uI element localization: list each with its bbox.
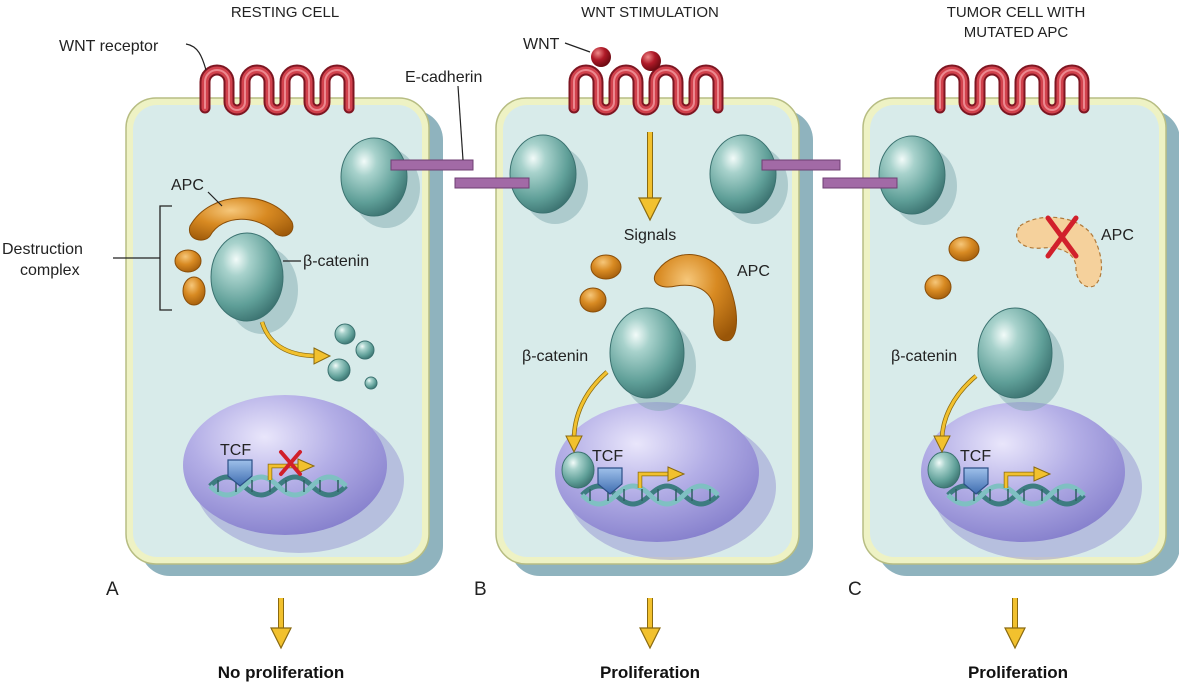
blocked-x-icon: [279, 450, 302, 476]
e-cadherin-bar: [822, 177, 898, 189]
kinase-2: [182, 276, 206, 306]
beta-catenin-bound: [210, 232, 284, 322]
e-cadherin-label: E-cadherin: [405, 69, 482, 86]
panel-c-title-line1: TUMOR CELL WITH: [947, 4, 1086, 21]
panel-b-title: WNT STIMULATION: [581, 4, 719, 21]
signals-label: Signals: [624, 227, 676, 244]
apc-label-b: APC: [737, 263, 770, 280]
panel-c-title-line2: MUTATED APC: [964, 24, 1069, 41]
panel-b-letter: B: [474, 579, 487, 600]
beta-catenin-stable: [609, 307, 685, 399]
degradation-arrow: [313, 347, 332, 365]
apc-label-a: APC: [171, 177, 204, 194]
panel-c-letter: C: [848, 579, 862, 600]
fragment: [334, 323, 356, 345]
outcome-arrow: [271, 598, 291, 648]
beta-catenin-membrane: [878, 135, 946, 215]
e-cadherin-bar: [390, 159, 474, 171]
outcome-arrow: [1005, 598, 1025, 648]
signal-arrow: [638, 197, 662, 222]
translocation-arrow: [933, 435, 951, 454]
beta-catenin-label-c: β-catenin: [891, 348, 957, 365]
apc-protein: [653, 254, 737, 342]
outcome-b: Proliferation: [600, 663, 700, 682]
mutated-apc: [1016, 216, 1103, 288]
kinase-1: [590, 254, 622, 280]
e-cadherin-bar: [761, 159, 841, 171]
fragment: [327, 358, 351, 382]
wnt-receptor-label: WNT receptor: [59, 38, 159, 55]
panel-a-letter: A: [106, 579, 119, 600]
kinase-1: [948, 236, 980, 262]
tcf-label-a: TCF: [220, 442, 251, 459]
beta-catenin-membrane: [709, 134, 777, 214]
e-cadherin-bar: [454, 177, 530, 189]
apc-label-c: APC: [1101, 227, 1134, 244]
outcome-a: No proliferation: [218, 663, 345, 682]
wnt-label: WNT: [523, 36, 560, 53]
panel-b: [495, 42, 813, 576]
panel-a-title: RESTING CELL: [231, 4, 339, 21]
tcf-label-c: TCF: [960, 448, 991, 465]
beta-catenin-membrane: [509, 134, 577, 214]
apc-protein: [188, 197, 294, 241]
wnt-ligand: [641, 51, 661, 71]
tcf-label-b: TCF: [592, 448, 623, 465]
beta-catenin-label-a: β-catenin: [303, 253, 369, 270]
panel-c: [862, 70, 1179, 576]
outcome-c: Proliferation: [968, 663, 1068, 682]
beta-catenin-label-b: β-catenin: [522, 348, 588, 365]
beta-catenin-nuclear: [561, 451, 595, 489]
outcome-arrow: [640, 598, 660, 648]
fragment: [364, 376, 378, 390]
beta-catenin-nuclear: [927, 451, 961, 489]
translocation-arrow: [565, 435, 583, 454]
kinase-2: [579, 287, 607, 313]
e-cadherin-junctions: [390, 85, 898, 189]
beta-catenin-stable: [977, 307, 1053, 399]
labels: RESTING CELL WNT STIMULATION TUMOR CELL …: [2, 4, 1134, 682]
fragment: [355, 340, 375, 360]
wnt-ligand: [591, 47, 611, 67]
kinase-2: [924, 274, 952, 300]
mutation-x-icon: [1045, 215, 1079, 259]
beta-catenin-membrane: [340, 137, 408, 217]
destruction-complex-label-1: Destruction: [2, 241, 83, 258]
kinase-1: [174, 249, 202, 273]
panel-a: [113, 43, 443, 576]
destruction-complex-label-2: complex: [20, 262, 80, 279]
